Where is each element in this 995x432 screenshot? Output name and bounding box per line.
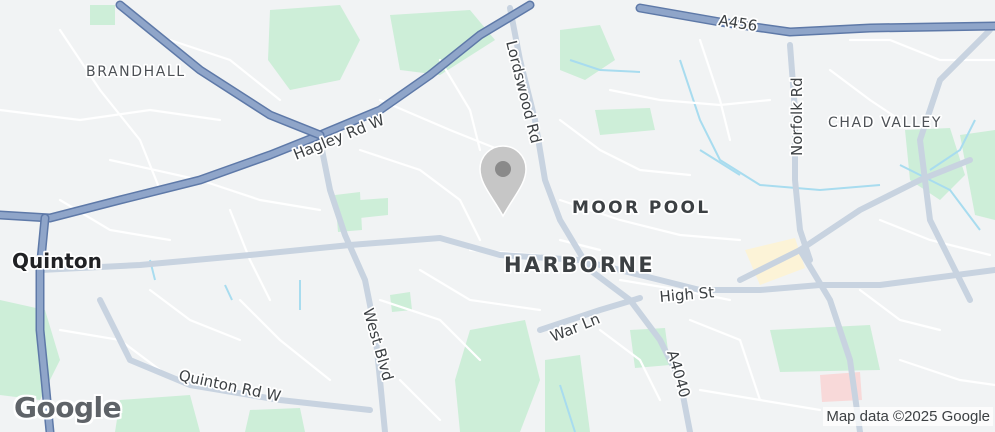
stream <box>929 119 976 171</box>
road-quinton-south <box>37 215 53 432</box>
road-east <box>737 157 973 283</box>
local-roads <box>0 28 995 422</box>
major-roads <box>37 5 995 432</box>
stream <box>559 384 576 432</box>
area-label-brandhall: BRANDHALL <box>86 64 186 80</box>
waterways <box>149 59 981 432</box>
park-area <box>455 320 540 432</box>
stream <box>679 59 881 192</box>
road-quinton-rd-w <box>97 297 373 413</box>
road-west-blvd <box>317 137 388 432</box>
road-east-edge <box>917 27 993 303</box>
stream <box>699 149 741 176</box>
road-a456 <box>637 5 995 35</box>
area-label-chad-valley: CHAD VALLEY <box>828 115 942 131</box>
park-areas <box>0 5 995 432</box>
park-area <box>595 108 655 135</box>
road-hagley-rd-w <box>0 2 533 221</box>
road-norfolk-rd <box>787 42 813 263</box>
park-area <box>360 198 388 218</box>
park-area <box>90 5 115 25</box>
road-war-ln <box>537 295 643 333</box>
area-label-moor-pool: MOOR POOL <box>572 198 711 218</box>
road-label-norfolk-rd: Norfolk Rd <box>788 77 806 156</box>
park-area <box>390 292 412 312</box>
road-south-east <box>797 247 863 432</box>
stream <box>899 164 981 231</box>
park-area <box>960 130 995 220</box>
map-attribution[interactable]: Map data ©2025 Google <box>823 407 993 426</box>
road-harborne-main <box>37 235 703 293</box>
area-label-quinton: Quinton <box>12 249 102 273</box>
park-area <box>115 395 200 432</box>
map-pin-icon[interactable] <box>479 145 527 218</box>
park-area <box>770 325 880 372</box>
road-brandhall <box>117 2 323 138</box>
stream <box>569 59 641 73</box>
park-area <box>268 5 360 90</box>
park-area <box>560 25 615 80</box>
area-label-harborne: HARBORNE <box>504 253 655 277</box>
park-area <box>545 355 590 432</box>
google-logo: Google <box>14 391 122 424</box>
park-area <box>245 408 305 432</box>
road-lordswood-a4040 <box>507 5 693 432</box>
stream <box>224 284 233 301</box>
park-area <box>390 10 495 75</box>
